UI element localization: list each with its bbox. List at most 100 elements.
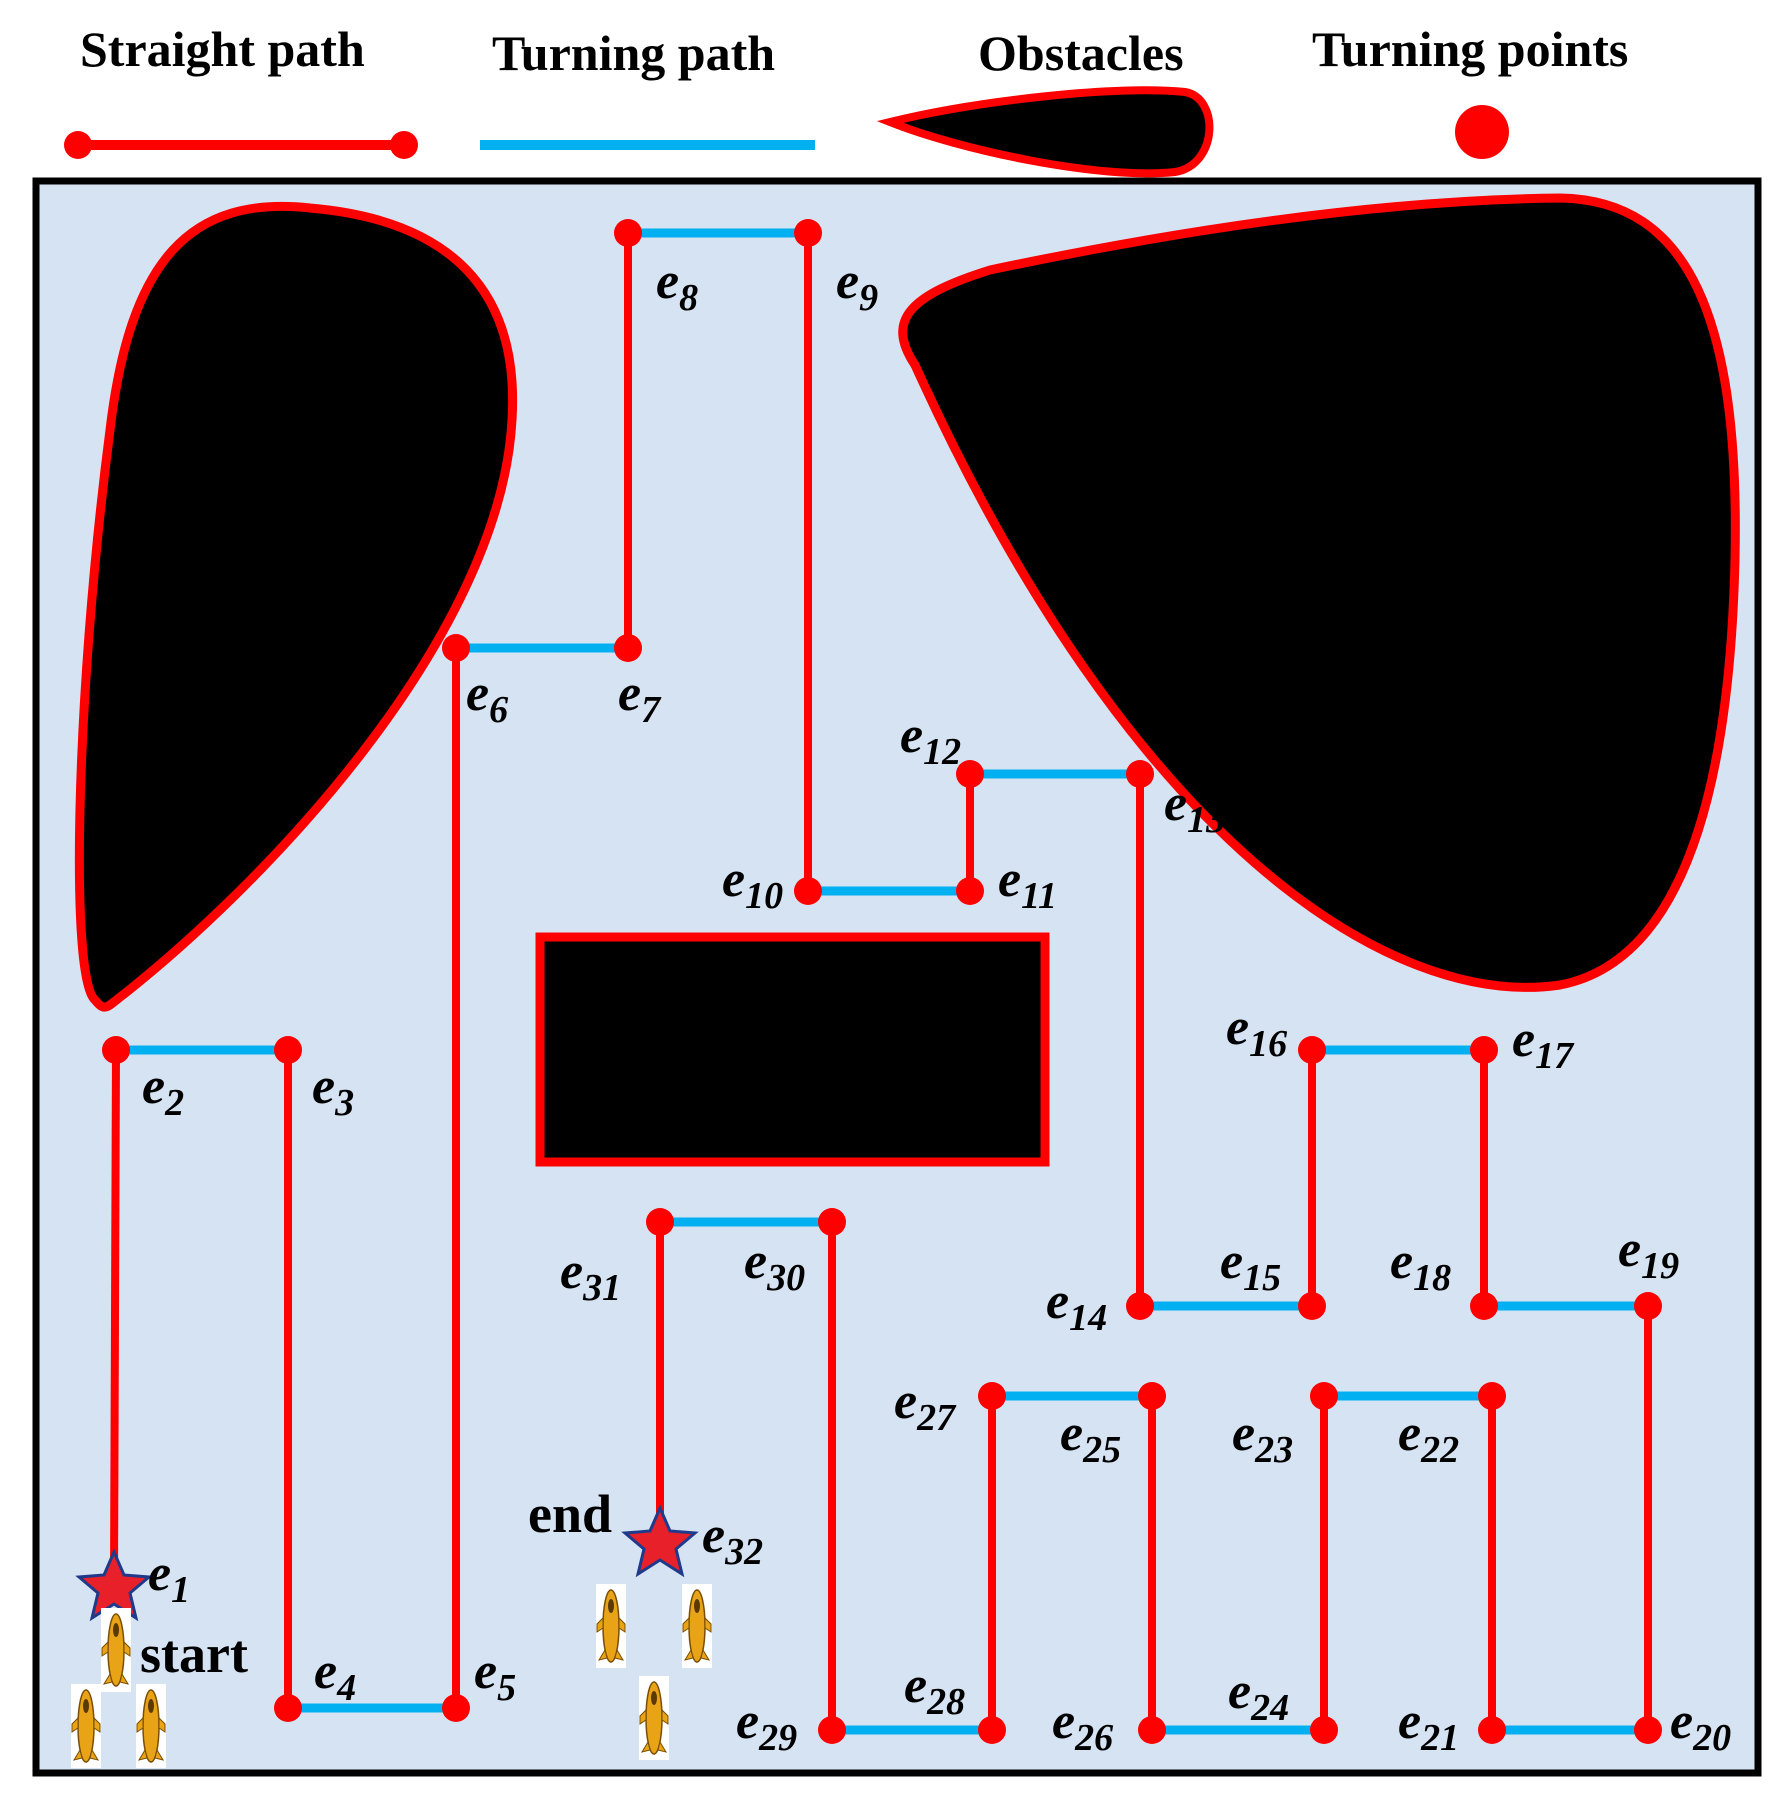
point-label-e20: e20: [1670, 1693, 1731, 1759]
point-label-subscript: 22: [1420, 1429, 1459, 1471]
point-label-subscript: 11: [1021, 875, 1057, 917]
point-label-e25: e25: [1060, 1405, 1121, 1471]
point-label-subscript: 17: [1535, 1035, 1575, 1077]
point-label-e31: e31: [560, 1243, 621, 1309]
point-label-subscript: 23: [1254, 1429, 1293, 1471]
turning-point-e19: [1634, 1292, 1662, 1320]
point-label-e16: e16: [1226, 999, 1287, 1065]
point-label-subscript: 15: [1243, 1257, 1281, 1299]
point-label-e23: e23: [1232, 1405, 1293, 1471]
start-label: start: [140, 1624, 248, 1684]
point-label-subscript: 20: [1692, 1717, 1731, 1759]
drone-icon: [638, 1675, 670, 1761]
point-label-e21: e21: [1398, 1693, 1459, 1759]
point-label-subscript: 14: [1069, 1297, 1107, 1339]
obstacle-right-large: [898, 193, 1740, 992]
point-label-base: e: [1398, 1405, 1421, 1462]
point-label-base: e: [618, 665, 641, 722]
path-edges: [110, 228, 1652, 1735]
point-label-e3: e3: [312, 1058, 354, 1124]
point-label-base: e: [998, 851, 1021, 908]
point-label-subscript: 25: [1082, 1429, 1121, 1471]
point-label-base: e: [1390, 1233, 1413, 1290]
legend-straight-swatch: [64, 131, 418, 159]
legend-obstacles-label: Obstacles: [978, 25, 1184, 81]
point-label-subscript: 31: [582, 1267, 621, 1309]
turning-point-e24: [1310, 1716, 1338, 1744]
turning-point-e17: [1470, 1036, 1498, 1064]
obstacle-left-teardrop: [74, 201, 518, 1012]
point-label-base: e: [1164, 775, 1187, 832]
point-label-base: e: [1618, 1221, 1641, 1278]
point-label-subscript: 19: [1641, 1245, 1679, 1287]
point-label-base: e: [312, 1058, 335, 1115]
point-label-subscript: 18: [1413, 1257, 1451, 1299]
drone-icon: [595, 1583, 627, 1669]
point-label-e5: e5: [474, 1643, 516, 1709]
end-star-icon: [621, 1504, 699, 1578]
point-label-subscript: 7: [641, 689, 662, 731]
point-label-base: e: [1398, 1693, 1421, 1750]
point-label-e18: e18: [1390, 1233, 1451, 1299]
turning-point-e6: [442, 634, 470, 662]
turning-point-e7: [614, 634, 642, 662]
point-label-base: e: [1220, 1233, 1243, 1290]
legend-turning-label: Turning path: [492, 25, 775, 81]
turning-point-e26: [1138, 1716, 1166, 1744]
straight-path-e1-e2: [110, 1049, 120, 1581]
point-label-subscript: 29: [758, 1717, 797, 1759]
drone-icon: [681, 1583, 713, 1669]
point-label-e9: e9: [836, 253, 878, 319]
point-label-base: e: [702, 1507, 725, 1564]
turning-point-e25: [1138, 1382, 1166, 1410]
legend-turning-point-swatch: [1455, 105, 1509, 159]
point-label-base: e: [1226, 999, 1249, 1056]
point-label-subscript: 9: [859, 277, 878, 319]
turning-point-e2: [102, 1036, 130, 1064]
turning-point-e8: [614, 219, 642, 247]
point-label-e27: e27: [894, 1373, 957, 1439]
point-label-base: e: [1046, 1273, 1069, 1330]
turning-point-e16: [1298, 1036, 1326, 1064]
turning-point-e23: [1310, 1382, 1338, 1410]
point-label-subscript: 30: [766, 1257, 805, 1299]
point-label-base: e: [142, 1058, 165, 1115]
point-label-e11: e11: [998, 851, 1057, 917]
point-label-e32: e32: [702, 1507, 763, 1573]
drone-icon: [135, 1683, 167, 1769]
point-label-e12: e12: [900, 707, 961, 773]
turning-point-e15: [1298, 1292, 1326, 1320]
turning-point-e28: [978, 1716, 1006, 1744]
turning-point-e4: [274, 1694, 302, 1722]
point-label-e26: e26: [1052, 1693, 1113, 1759]
point-label-e13: e13: [1164, 775, 1225, 841]
turning-point-e5: [442, 1694, 470, 1722]
point-label-e30: e30: [744, 1233, 805, 1299]
point-label-base: e: [560, 1243, 583, 1300]
turning-point-e21: [1478, 1716, 1506, 1744]
point-label-subscript: 2: [164, 1082, 184, 1124]
point-label-base: e: [836, 253, 859, 310]
legend-straight-label: Straight path: [80, 21, 365, 77]
point-label-subscript: 5: [497, 1667, 516, 1709]
point-label-e29: e29: [736, 1693, 797, 1759]
point-label-base: e: [314, 1643, 337, 1700]
end-label: end: [528, 1484, 612, 1544]
point-label-e6: e6: [466, 665, 508, 731]
turning-point-e9: [794, 219, 822, 247]
point-label-e15: e15: [1220, 1233, 1281, 1299]
point-label-base: e: [722, 851, 745, 908]
turning-point-e29: [818, 1716, 846, 1744]
turning-point-e11: [956, 877, 984, 905]
point-label-base: e: [656, 253, 679, 310]
turning-point-e20: [1634, 1716, 1662, 1744]
turning-point-e30: [818, 1208, 846, 1236]
turning-point-e10: [794, 877, 822, 905]
point-label-subscript: 13: [1187, 799, 1225, 841]
turning-point-e18: [1470, 1292, 1498, 1320]
turning-point-e13: [1126, 760, 1154, 788]
point-label-base: e: [904, 1657, 927, 1714]
point-label-base: e: [148, 1545, 171, 1602]
turning-point-e31: [646, 1208, 674, 1236]
